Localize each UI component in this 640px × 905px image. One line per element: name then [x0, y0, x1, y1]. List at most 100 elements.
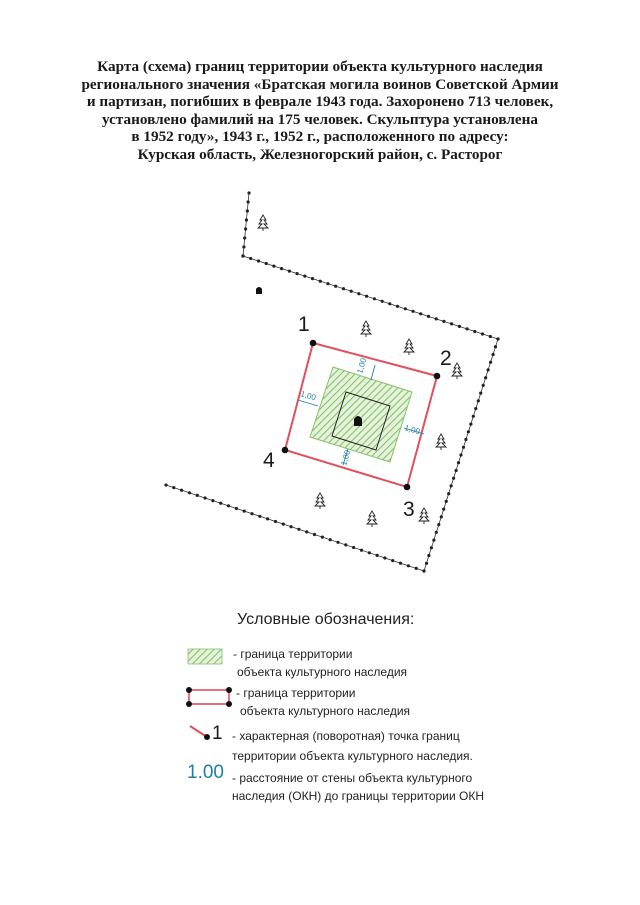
- tree-icon: [434, 433, 448, 450]
- tree-icon: [359, 320, 373, 337]
- point-label-2: 2: [440, 347, 452, 370]
- fence-post: [489, 360, 493, 364]
- boundary-point-4: [281, 446, 289, 454]
- fence-post: [439, 515, 443, 519]
- fence-post: [241, 254, 245, 258]
- fence-post: [464, 437, 468, 442]
- legend-item-3-line-1: - характерная (поворотная) точка границ: [232, 729, 460, 743]
- fence-post: [459, 453, 463, 457]
- title-line-3: и партизан, погибших в феврале 1943 года…: [86, 93, 554, 110]
- fence-post: [359, 548, 364, 552]
- tree-icon: [256, 214, 270, 231]
- legend-item-2-line-2: объекта культурного наследия: [240, 704, 411, 718]
- fence-post: [493, 345, 498, 349]
- fence-post: [247, 191, 251, 195]
- fence-post: [264, 261, 268, 266]
- fence-post: [357, 292, 361, 296]
- fence-post: [484, 376, 488, 380]
- boundary-point-1: [309, 339, 317, 347]
- fence-post: [203, 496, 207, 500]
- fence-post: [310, 277, 315, 281]
- fence-post: [287, 269, 291, 273]
- fence-post: [211, 499, 215, 503]
- fence-post: [367, 551, 371, 555]
- fence-post: [344, 543, 348, 547]
- title-line-5: в 1952 году», 1943 г., 1952 г., располож…: [131, 128, 509, 145]
- legend-item-4-line-2: наследия (ОКН) до границы территории ОКН: [232, 789, 484, 803]
- boundary-point-2: [433, 372, 441, 380]
- fence-post: [388, 302, 392, 306]
- fence-post: [243, 236, 247, 240]
- fence-post: [336, 540, 340, 544]
- fence-post: [479, 391, 483, 395]
- fence-post: [312, 532, 317, 537]
- fence-post: [250, 512, 254, 516]
- fence-post: [466, 430, 470, 434]
- fence-post: [406, 564, 410, 568]
- fence-post: [352, 545, 356, 550]
- map-title: Карта (схема) границ территории объекта …: [60, 58, 580, 163]
- fence-post: [496, 337, 500, 341]
- fence-post: [289, 525, 293, 529]
- legend-item-2-line-1: - граница территории: [236, 686, 356, 700]
- fence-post: [449, 484, 453, 488]
- tree-icon: [450, 362, 464, 379]
- legend-item-turning-point: - характерная (поворотная) точка границ …: [232, 727, 473, 765]
- legend-item-1-line-2: объекта культурного наследия: [237, 665, 408, 679]
- fence-post: [242, 245, 246, 249]
- fence-post: [244, 227, 248, 231]
- fence-post: [226, 504, 231, 508]
- boundary-point-3: [403, 483, 411, 491]
- legend-item-4-line-1: - расстояние от стены объекта культурног…: [232, 771, 473, 785]
- fence-post: [456, 461, 461, 465]
- fence-post: [187, 491, 192, 495]
- fence-post: [249, 256, 253, 261]
- distance-label-bottom: 1,00: [339, 449, 352, 467]
- fence-post: [372, 297, 376, 301]
- fence-post: [414, 566, 418, 571]
- fence-post: [442, 319, 446, 323]
- fence-post: [447, 492, 451, 496]
- fence-post: [437, 523, 441, 527]
- okn-territory-zone: [309, 366, 413, 463]
- tree-icon: [417, 507, 431, 524]
- legend-item-green-zone: - граница территории объекта культурного…: [233, 645, 407, 681]
- fence-post: [488, 334, 492, 339]
- legend-heading: Условные обозначения:: [237, 611, 415, 628]
- fence-post: [481, 383, 485, 387]
- distance-label-left: 1,00: [299, 389, 317, 402]
- legend-red-boundary-icon: [186, 687, 232, 707]
- fence-post: [295, 272, 299, 276]
- fence-post: [403, 307, 407, 311]
- fence-post: [474, 407, 478, 411]
- legend-item-distance: - расстояние от стены объекта культурног…: [232, 769, 484, 805]
- fence-post: [427, 553, 431, 558]
- fence-post: [434, 317, 438, 321]
- fence-post: [258, 514, 262, 518]
- fence-post: [452, 476, 456, 480]
- legend-distance-sample: 1.00: [187, 762, 224, 783]
- fence-post: [349, 289, 353, 293]
- fence-post: [246, 200, 250, 204]
- fence-post: [266, 517, 270, 521]
- fence-post: [419, 312, 423, 316]
- legend-green-zone-icon: [187, 648, 223, 665]
- fence-post: [256, 259, 261, 263]
- monument-icon: [354, 416, 362, 426]
- fence-post: [281, 522, 285, 526]
- tree-icon: [402, 338, 416, 355]
- fence-post: [383, 556, 387, 560]
- fence-post: [395, 304, 400, 308]
- fence-post: [273, 519, 278, 524]
- legend-item-3-line-2: территории объекта культурного наследия.: [232, 749, 473, 763]
- fence-post: [375, 553, 379, 558]
- fence-post: [341, 287, 346, 291]
- fence-post: [486, 368, 490, 372]
- fence-post: [334, 284, 338, 288]
- legend-turning-point-number: 1: [212, 723, 223, 744]
- fence-post: [398, 561, 403, 565]
- title-line-1: Карта (схема) границ территории объекта …: [97, 58, 543, 75]
- fence-post: [195, 493, 199, 497]
- point-label-3: 3: [403, 498, 415, 521]
